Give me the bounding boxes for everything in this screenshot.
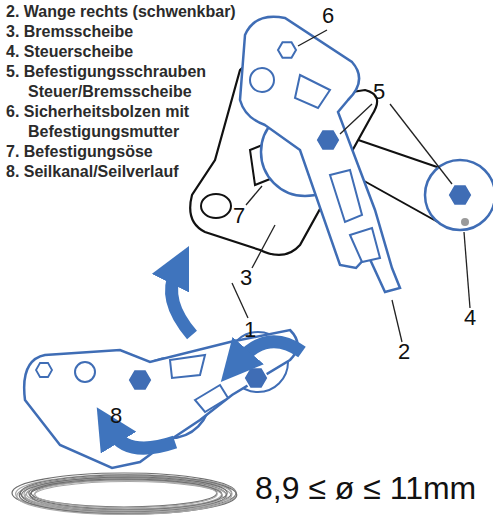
cheek-hole bbox=[250, 68, 274, 92]
callout-number: 6 bbox=[322, 4, 334, 28]
cheek-hole bbox=[75, 362, 95, 382]
part-name: 7. Befestigungsöse bbox=[6, 142, 228, 162]
rope-loop bbox=[30, 480, 222, 510]
cutout bbox=[330, 170, 362, 222]
rope-loop bbox=[31, 479, 217, 507]
callout-number: 4 bbox=[464, 306, 476, 330]
part-name: 3. Bremsscheibe bbox=[6, 22, 258, 42]
callout-number: 3 bbox=[240, 266, 252, 290]
rope-diameter: 8,9 ≤ ø ≤ 11mm bbox=[255, 470, 476, 506]
rope-loop bbox=[17, 478, 231, 515]
disc-dot bbox=[461, 218, 469, 226]
rope-loop bbox=[35, 481, 217, 508]
cutout bbox=[295, 75, 330, 108]
part-name: 8. Seilkanal/Seilverlauf bbox=[6, 162, 238, 182]
fixing-screw bbox=[244, 368, 268, 389]
control-disc bbox=[425, 160, 493, 230]
rope-loop bbox=[20, 475, 231, 511]
attachment-eye bbox=[201, 194, 231, 218]
callout-number: 8 bbox=[110, 404, 122, 428]
rope-loop bbox=[12, 473, 236, 513]
cutout bbox=[350, 228, 380, 262]
fixing-screw bbox=[448, 185, 472, 206]
rope-coil bbox=[12, 473, 237, 515]
rope-loop bbox=[26, 479, 221, 510]
callout-number: 2 bbox=[398, 340, 410, 364]
fixing-screw bbox=[128, 370, 152, 391]
part-name: 6. Sicherheitsbolzen mit Befestigungsmut… bbox=[6, 102, 256, 142]
safety-bolt-nut bbox=[278, 42, 296, 58]
cutout bbox=[170, 355, 205, 378]
fixing-screw bbox=[316, 130, 340, 151]
rope-loop bbox=[16, 475, 237, 514]
right-cheek bbox=[240, 17, 400, 292]
cutout bbox=[195, 385, 228, 412]
part-name: 2. Wange rechts (schwenkbar) bbox=[6, 2, 288, 22]
safety-bolt-nut bbox=[36, 363, 52, 377]
movement-arrows bbox=[112, 272, 302, 448]
callout-number: 7 bbox=[233, 204, 245, 228]
rope-loop bbox=[34, 482, 223, 511]
part-name: 4. Steuerscheibe bbox=[6, 42, 258, 62]
rope-loop bbox=[22, 478, 227, 512]
rope-loop bbox=[25, 480, 227, 513]
callout-number: 5 bbox=[373, 80, 385, 104]
part-name: 5. Befestigungsschrauben Steuer/Bremssch… bbox=[6, 62, 256, 102]
callout-number: 1 bbox=[244, 318, 256, 342]
